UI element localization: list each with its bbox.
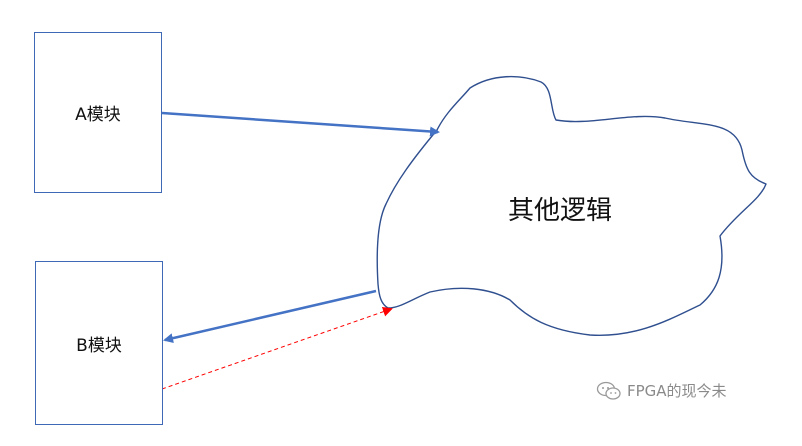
watermark: FPGA的现今未 <box>596 380 727 401</box>
watermark-text: FPGA的现今未 <box>627 382 727 400</box>
dashed-arrow-b-to-logic <box>161 306 393 390</box>
other-logic-label: 其他逻辑 <box>507 196 612 226</box>
arrow-a-to-logic <box>161 111 440 137</box>
module-a-label: A模块 <box>75 105 121 125</box>
module-b-label: B模块 <box>76 335 122 356</box>
other-logic-cloud <box>376 75 767 336</box>
module-a-box: A模块 <box>34 32 162 193</box>
module-b-box: B模块 <box>35 261 163 425</box>
wechat-icon <box>596 381 622 401</box>
arrow-logic-to-b <box>163 289 377 344</box>
